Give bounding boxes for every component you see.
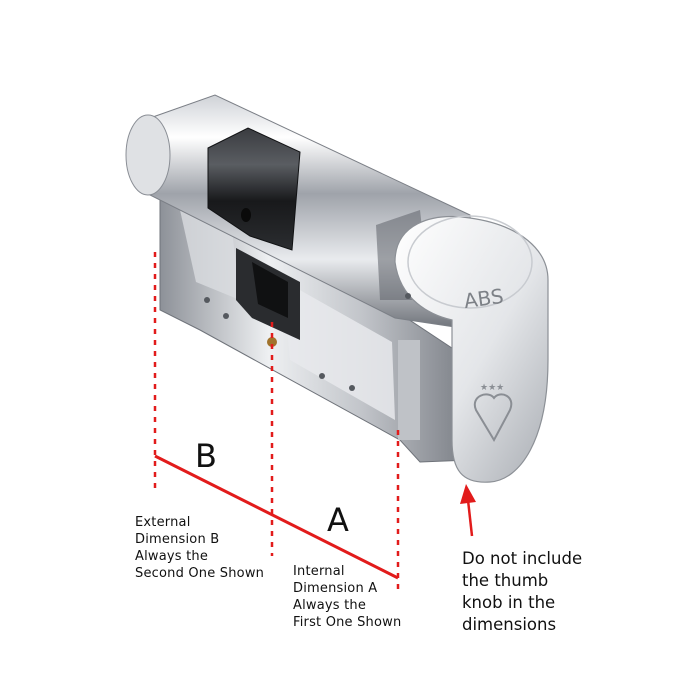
note-arrow-head-icon xyxy=(460,484,476,504)
caption-line: Always the xyxy=(135,549,209,564)
caption-line: Dimension B xyxy=(135,532,220,547)
body-rivets xyxy=(204,293,411,391)
screw-hole-icon xyxy=(241,208,251,222)
cylinder-barrel xyxy=(125,94,476,331)
note-arrow-shaft xyxy=(466,499,474,537)
label-dimension-b: B xyxy=(195,437,217,475)
abs-brand-logo: ABS xyxy=(462,284,505,313)
label-dimension-a: A xyxy=(327,501,349,539)
lock-body xyxy=(159,199,471,463)
star-rating-icon: ★★★ xyxy=(480,383,504,393)
note-line: dimensions xyxy=(462,615,557,634)
cylinder-end-face: ★★★ ABS xyxy=(394,215,549,483)
caption-line: Internal xyxy=(293,564,345,579)
caption-line: Dimension A xyxy=(293,581,378,596)
note-line: the thumb xyxy=(462,571,549,590)
note-line: Do not include xyxy=(462,549,583,568)
kitemark-icon xyxy=(473,393,513,443)
thumb-knob-note: Do not include the thumb knob in the dim… xyxy=(462,548,612,636)
external-dimension-caption: External Dimension B Always the Second O… xyxy=(135,514,285,582)
caption-line: Always the xyxy=(293,598,367,613)
black-center-ring xyxy=(207,127,301,251)
dimension-markings xyxy=(153,252,476,594)
caption-line: External xyxy=(135,515,191,530)
caption-line: First One Shown xyxy=(293,615,402,630)
caption-line: Second One Shown xyxy=(135,566,265,581)
note-line: knob in the xyxy=(462,593,556,612)
dimension-line xyxy=(154,454,399,580)
internal-dimension-caption: Internal Dimension A Always the First On… xyxy=(293,563,423,631)
